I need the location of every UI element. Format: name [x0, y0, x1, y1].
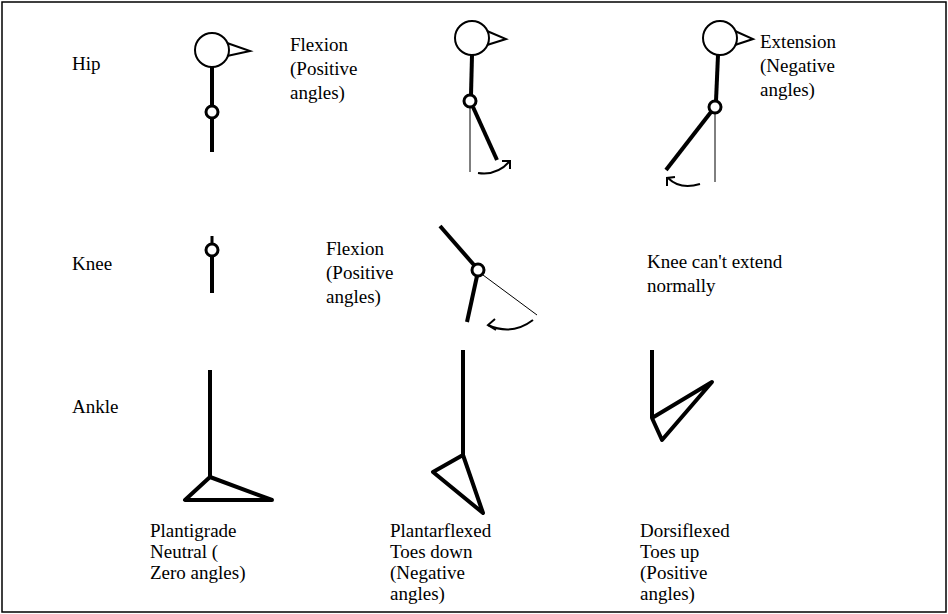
motion-label: Flexion (Positive angles) [290, 33, 378, 105]
joint-name: Knee [72, 252, 112, 276]
motion-label: Extension (Negative angles) [760, 30, 848, 102]
hip-extension-figure [666, 21, 753, 186]
joint-name: Hip [72, 52, 101, 76]
joint-name: Ankle [72, 395, 118, 419]
hip-flexion-figure [455, 21, 510, 174]
knee-neutral-figure [206, 236, 218, 293]
position-label: Plantarflexed Toes down (Negative angles… [390, 520, 510, 604]
ankle-plantarflexed-figure [433, 350, 483, 513]
position-label: Dorsiflexed Toes up (Positive angles) [640, 520, 740, 604]
knee-flexion-figure [440, 226, 537, 330]
motion-label: Flexion (Positive angles) [326, 237, 414, 309]
ankle-dorsiflexed-figure [652, 350, 712, 440]
note-label: Knee can't extend normally [647, 250, 822, 298]
position-label: Plantigrade Neutral ( Zero angles) [150, 520, 255, 583]
hip-neutral-figure [195, 33, 250, 152]
ankle-neutral-figure [185, 370, 272, 500]
